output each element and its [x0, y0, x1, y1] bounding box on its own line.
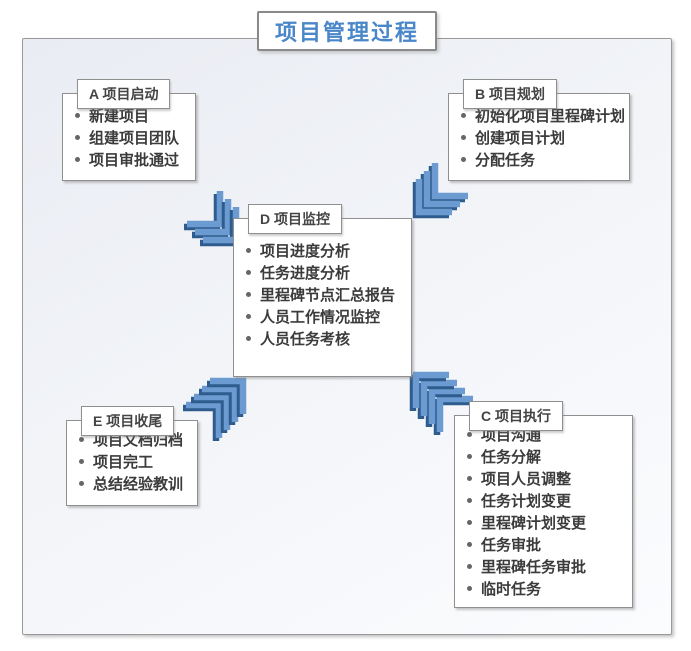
bullet-icon — [461, 134, 466, 140]
list-item: 分配任务 — [457, 148, 625, 170]
item-label: 项目进度分析 — [260, 242, 351, 260]
item-label: 初始化项目里程碑计划 — [475, 107, 626, 125]
bullet-icon — [246, 269, 251, 275]
item-label: 里程碑计划变更 — [481, 514, 587, 532]
item-label: 分配任务 — [475, 151, 536, 169]
item-label: 项目完工 — [93, 453, 154, 471]
item-label: 人员工作情况监控 — [260, 308, 381, 326]
item-label: 人员任务考核 — [260, 330, 351, 348]
list-item: 任务审批 — [463, 533, 628, 555]
list-item: 任务计划变更 — [463, 489, 628, 511]
bullet-icon — [246, 313, 251, 319]
process-box-e: E 项目收尾 项目文档归档项目完工总结经验教训 — [66, 406, 198, 506]
bullet-icon — [461, 112, 466, 118]
box-title-c: C 项目执行 — [469, 401, 563, 431]
list-item: 项目进度分析 — [242, 239, 407, 261]
bullet-icon — [246, 291, 251, 297]
item-label: 任务进度分析 — [260, 264, 351, 282]
bullet-icon — [75, 156, 80, 162]
list-item: 里程碑节点汇总报告 — [242, 283, 407, 305]
list-item: 初始化项目里程碑计划 — [457, 104, 625, 126]
bullet-icon — [246, 247, 251, 253]
list-item: 项目审批通过 — [71, 148, 191, 170]
bullet-icon — [79, 458, 84, 464]
box-title-a: A 项目启动 — [77, 79, 171, 109]
bullet-icon — [467, 563, 472, 569]
item-label: 任务计划变更 — [481, 492, 572, 510]
list-item: 项目完工 — [75, 450, 193, 472]
bullet-icon — [467, 475, 472, 481]
box-items-c: 项目沟通任务分解项目人员调整任务计划变更里程碑计划变更任务审批里程碑任务审批临时… — [455, 416, 632, 603]
box-items-d: 项目进度分析任务进度分析里程碑节点汇总报告人员工作情况监控人员任务考核 — [234, 219, 411, 353]
process-box-b: B 项目规划 初始化项目里程碑计划创建项目计划分配任务 — [448, 79, 630, 181]
box-items-a: 新建项目组建项目团队项目审批通过 — [63, 94, 195, 174]
item-label: 项目审批通过 — [89, 151, 180, 169]
bullet-icon — [467, 431, 472, 437]
bullet-icon — [75, 134, 80, 140]
item-label: 临时任务 — [481, 580, 542, 598]
list-item: 人员工作情况监控 — [242, 305, 407, 327]
bullet-icon — [79, 480, 84, 486]
box-title-e: E 项目收尾 — [81, 406, 175, 436]
list-item: 项目人员调整 — [463, 467, 628, 489]
process-box-d: D 项目监控 项目进度分析任务进度分析里程碑节点汇总报告人员工作情况监控人员任务… — [233, 204, 412, 377]
item-label: 组建项目团队 — [89, 129, 180, 147]
item-label: 里程碑节点汇总报告 — [260, 286, 396, 304]
box-title-b: B 项目规划 — [463, 79, 557, 109]
list-item: 组建项目团队 — [71, 126, 191, 148]
item-label: 新建项目 — [89, 107, 150, 125]
bullet-icon — [467, 497, 472, 503]
item-label: 任务分解 — [481, 448, 542, 466]
box-items-b: 初始化项目里程碑计划创建项目计划分配任务 — [449, 94, 629, 174]
diagram-title: 项目管理过程 — [257, 11, 437, 51]
list-item: 创建项目计划 — [457, 126, 625, 148]
process-box-a: A 项目启动 新建项目组建项目团队项目审批通过 — [62, 79, 196, 181]
list-item: 总结经验教训 — [75, 472, 193, 494]
item-label: 项目人员调整 — [481, 470, 572, 488]
bullet-icon — [467, 519, 472, 525]
item-label: 总结经验教训 — [93, 475, 184, 493]
list-item: 任务进度分析 — [242, 261, 407, 283]
item-label: 创建项目计划 — [475, 129, 566, 147]
box-title-d: D 项目监控 — [248, 204, 342, 234]
list-item: 任务分解 — [463, 445, 628, 467]
bullet-icon — [75, 112, 80, 118]
process-box-c: C 项目执行 项目沟通任务分解项目人员调整任务计划变更里程碑计划变更任务审批里程… — [454, 401, 633, 608]
item-label: 里程碑任务审批 — [481, 558, 587, 576]
bullet-icon — [467, 541, 472, 547]
bullet-icon — [79, 436, 84, 442]
list-item: 新建项目 — [71, 104, 191, 126]
list-item: 临时任务 — [463, 577, 628, 599]
list-item: 里程碑任务审批 — [463, 555, 628, 577]
bullet-icon — [467, 453, 472, 459]
list-item: 人员任务考核 — [242, 327, 407, 349]
item-label: 任务审批 — [481, 536, 542, 554]
bullet-icon — [461, 156, 466, 162]
bullet-icon — [246, 335, 251, 341]
bullet-icon — [467, 585, 472, 591]
list-item: 里程碑计划变更 — [463, 511, 628, 533]
